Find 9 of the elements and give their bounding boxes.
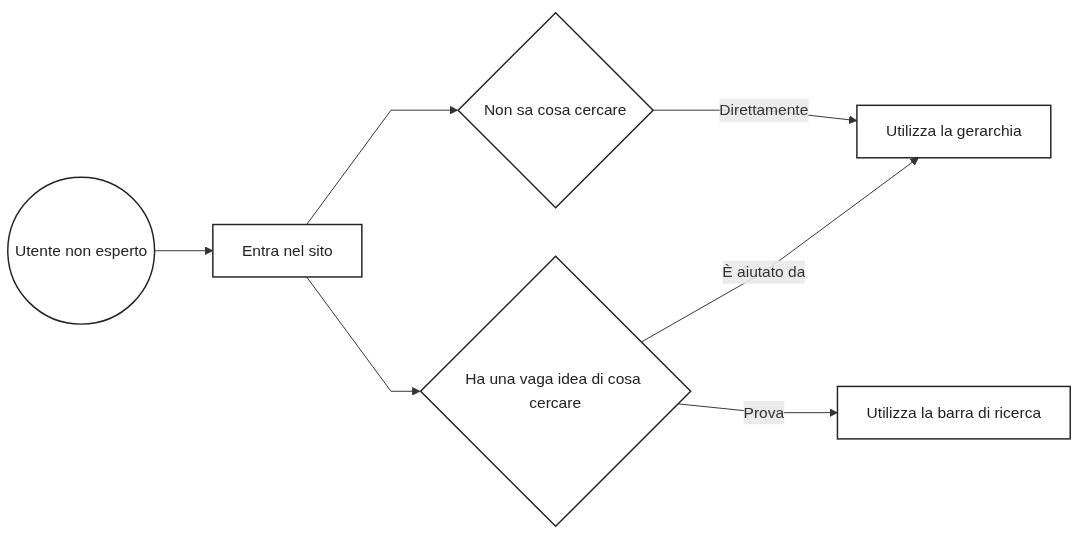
node-box: Entra nel sito: [212, 223, 363, 278]
edge-label: È aiutato da: [722, 263, 806, 280]
edge-label: Prova: [743, 403, 785, 421]
node-circle: Utente non esperto: [7, 176, 156, 325]
node-box: Utilizza la gerarchia: [856, 104, 1052, 159]
edge-label: Direttamente: [719, 101, 809, 118]
node-box: Utilizza la barra di ricerca: [836, 385, 1071, 440]
node-diamond: Non sa cosa cercare: [457, 11, 655, 209]
node-diamond: Ha una vaga idea di cosa cercare: [419, 255, 692, 528]
